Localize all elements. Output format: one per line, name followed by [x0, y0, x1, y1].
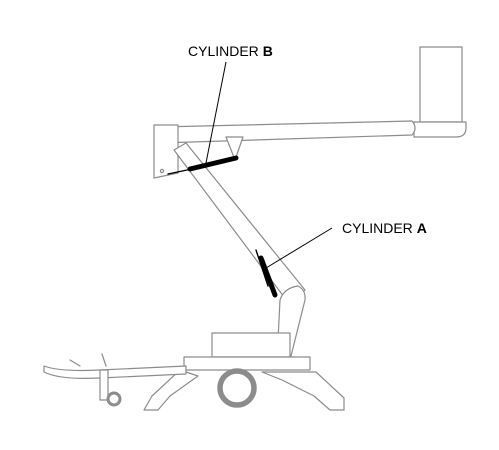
jockey-wheel — [106, 391, 122, 407]
cylinder-a-label-letter: A — [417, 220, 427, 236]
tow-bar — [43, 353, 187, 401]
cylinder-a — [255, 249, 278, 298]
cylinder-a-label: CYLINDER A — [342, 220, 427, 236]
cylinder-b-label-letter: B — [263, 43, 273, 59]
upper-boom — [159, 120, 416, 161]
platform-basket — [413, 46, 467, 138]
cylinder-a-leader — [265, 227, 333, 269]
cylinder-a-label-prefix: CYLINDER — [342, 220, 413, 236]
chassis — [143, 332, 345, 411]
cylinder-b — [167, 155, 239, 175]
cylinder-b-label: CYLINDER B — [188, 43, 273, 59]
wheel — [217, 368, 257, 408]
boom-head-bracket — [153, 124, 179, 179]
cylinder-b-leader — [204, 61, 227, 169]
cylinder-b-label-prefix: CYLINDER — [188, 43, 259, 59]
